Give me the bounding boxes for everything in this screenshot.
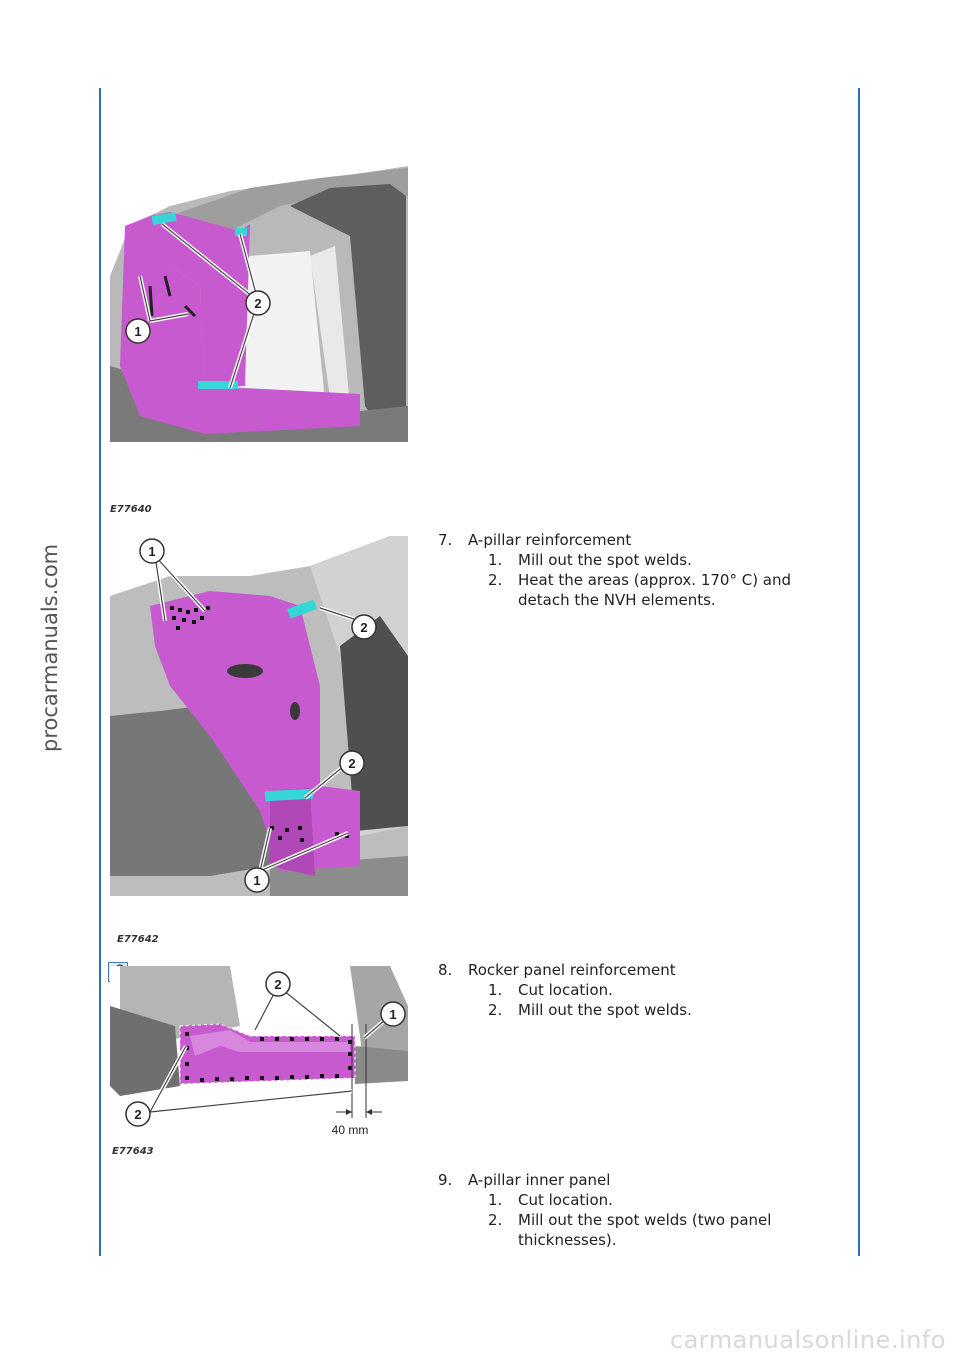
callout-label: 2 [348, 756, 355, 771]
dimension-label: 40 mm [332, 1123, 369, 1137]
figure-code: E77642 [117, 934, 159, 945]
bottom-watermark: carmanualsonline.info [669, 1326, 946, 1354]
callout-label: 2 [274, 977, 281, 992]
callout-label: 1 [134, 324, 141, 339]
step-7-item-1: 1.Mill out the spot welds. [488, 551, 692, 569]
step-8-item-1: 1.Cut location. [488, 981, 613, 999]
figure-a-pillar-reinforcement: 1 2 2 1 [110, 536, 408, 896]
step-9-title: 9.A-pillar inner panel [438, 1171, 611, 1189]
step-8-item-2: 2.Mill out the spot welds. [488, 1001, 692, 1019]
figure-rocker-panel: 40 mm 2 1 2 [110, 966, 408, 1142]
callout-label: 2 [134, 1107, 141, 1122]
callout-label: 2 [360, 620, 367, 635]
step-9-item-1: 1.Cut location. [488, 1191, 613, 1209]
callout-label: 1 [148, 544, 155, 559]
step-8-title: 8.Rocker panel reinforcement [438, 961, 676, 979]
side-watermark: procarmanuals.com [38, 543, 62, 752]
callout-label: 1 [253, 873, 260, 888]
callout-label: 2 [254, 296, 261, 311]
callout-label: 1 [389, 1007, 396, 1022]
figure-code: E77643 [112, 1146, 154, 1157]
figure-code: E77640 [110, 504, 152, 515]
step-7-item-2: 2.Heat the areas (approx. 170° C) and de… [488, 571, 792, 609]
step-7-title: 7.A-pillar reinforcement [438, 531, 632, 549]
figure-a-pillar-overview: 1 2 [110, 166, 408, 442]
right-margin-rule [858, 88, 860, 1256]
step-9-item-2: 2.Mill out the spot welds (two panel thi… [488, 1211, 772, 1249]
left-margin-rule [99, 88, 101, 1256]
